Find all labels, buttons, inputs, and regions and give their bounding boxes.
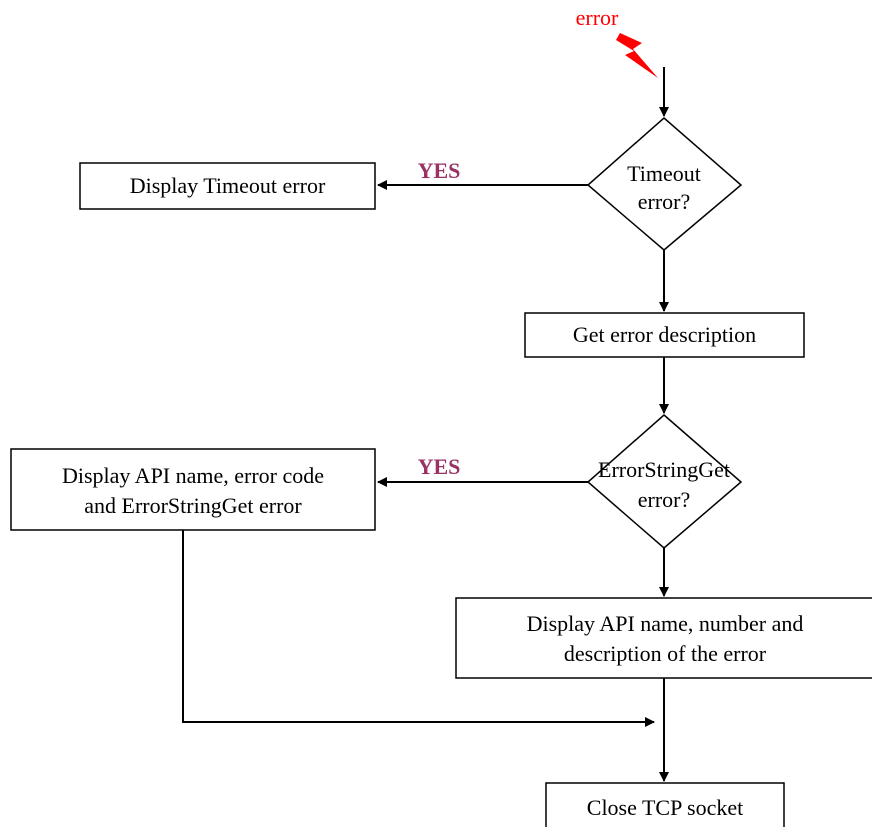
get-description-label: Get error description [572, 322, 757, 347]
display-api-errorstring-line2: and ErrorStringGet error [84, 493, 302, 518]
timeout-yes-label: YES [417, 158, 461, 183]
close-socket-box [545, 782, 785, 827]
display-api-number-line2: description of the error [563, 641, 767, 666]
errorstringget-yes-label: YES [417, 454, 461, 479]
close-socket-label: Close TCP socket [586, 795, 744, 820]
errorstringget-decision-line1: ErrorStringGet [598, 457, 730, 482]
merge-connector [182, 530, 655, 727]
lightning-bolt-icon [616, 33, 658, 78]
timeout-decision-line1: Timeout [627, 161, 701, 186]
display-api-errorstring-box [10, 448, 376, 531]
trigger-label: error [575, 5, 619, 30]
display-api-errorstring-line1: Display API name, error code [61, 463, 325, 488]
display-api-number-box [455, 597, 872, 679]
timeout-decision-line2: error? [637, 189, 691, 214]
display-api-number-line1: Display API name, number and [526, 611, 804, 636]
display-timeout-box [79, 162, 376, 210]
display-timeout-label: Display Timeout error [129, 173, 326, 198]
errorstringget-decision-line2: error? [637, 487, 691, 512]
